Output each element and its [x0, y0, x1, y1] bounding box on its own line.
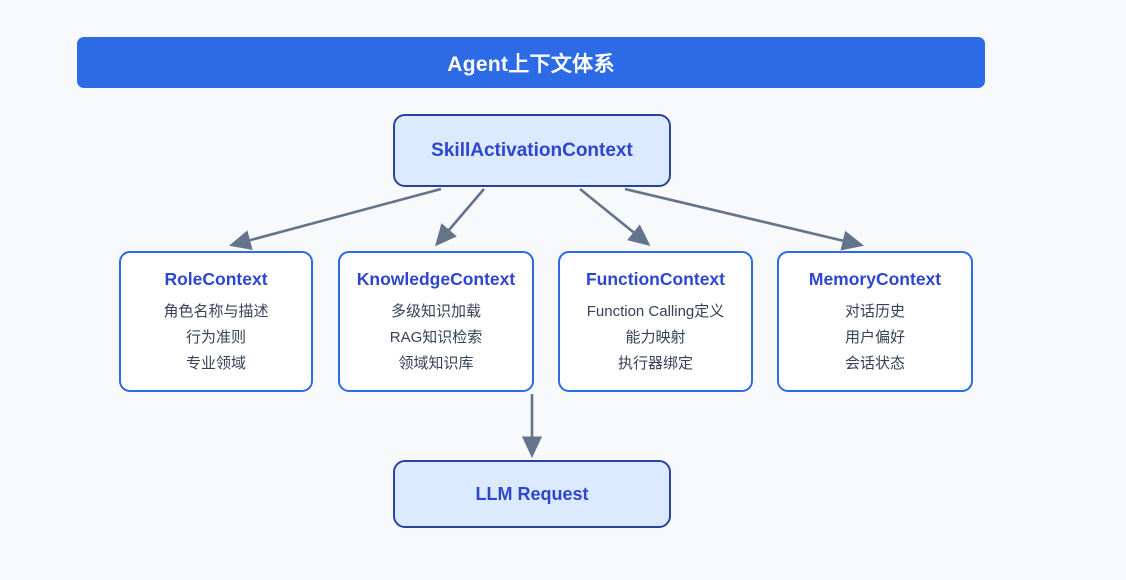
node-memory-context[interactable]: MemoryContext 对话历史 用户偏好 会话状态: [777, 251, 973, 392]
connector-root-to-role: [228, 187, 442, 250]
connector-root-to-memory: [624, 187, 865, 251]
node-knowledge-context-label: KnowledgeContext: [356, 269, 516, 289]
list-item: 多级知识加载: [390, 303, 481, 320]
node-knowledge-context[interactable]: KnowledgeContext 多级知识加载 RAG知识检索 领域知识库: [338, 251, 534, 392]
list-item: 用户偏好: [844, 329, 905, 346]
node-function-context[interactable]: FunctionContext Function Calling定义 能力映射 …: [558, 251, 753, 392]
list-item: 会话状态: [844, 355, 905, 372]
node-memory-context-items: 对话历史 用户偏好 会话状态: [845, 300, 905, 376]
connector-root-to-function: [579, 187, 651, 246]
list-item: 专业领域: [185, 355, 246, 372]
list-item: 对话历史: [844, 303, 905, 320]
node-skill-activation-context[interactable]: SkillActivationContext: [393, 114, 671, 187]
node-memory-context-label: MemoryContext: [808, 269, 942, 289]
diagram-title-banner: Agent上下文体系: [77, 37, 985, 88]
node-knowledge-context-items: 多级知识加载 RAG知识检索 领域知识库: [390, 300, 483, 376]
node-llm-request[interactable]: LLM Request: [393, 460, 671, 528]
diagram-title: Agent上下文体系: [447, 52, 615, 76]
list-item: 领域知识库: [398, 355, 474, 372]
node-function-context-label: FunctionContext: [585, 269, 725, 289]
list-item: RAG知识检索: [389, 329, 483, 346]
node-role-context[interactable]: RoleContext 角色名称与描述 行为准则 专业领域: [119, 251, 313, 392]
node-skill-activation-context-label: SkillActivationContext: [431, 139, 633, 161]
node-role-context-items: 角色名称与描述 行为准则 专业领域: [163, 300, 268, 376]
node-function-context-items: Function Calling定义 能力映射 执行器绑定: [587, 300, 725, 376]
list-item: 角色名称与描述: [163, 303, 269, 320]
list-item: 能力映射: [625, 329, 686, 346]
list-item: 执行器绑定: [617, 355, 693, 372]
list-item: Function Calling定义: [586, 303, 725, 320]
node-llm-request-label: LLM Request: [475, 483, 589, 504]
list-item: 行为准则: [185, 329, 246, 346]
connector-root-to-knowledge: [434, 188, 485, 247]
node-role-context-label: RoleContext: [164, 269, 268, 289]
